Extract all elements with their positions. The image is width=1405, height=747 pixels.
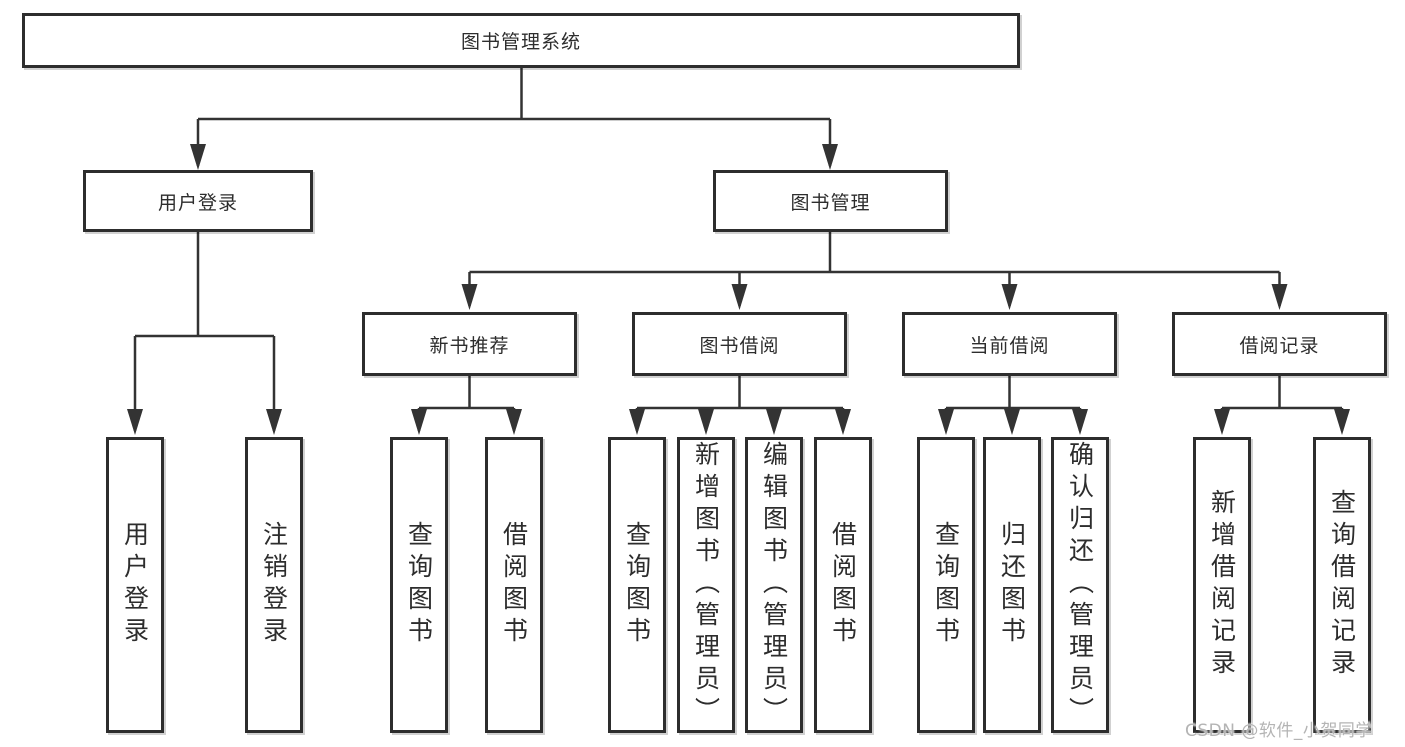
leaf-return-books-label: 归还图书 [997,521,1027,649]
leaf-return-books: 归还图书 [983,437,1041,733]
leaf-query-borrow-record-label: 查询借阅记录 [1327,489,1357,681]
leaf-borrow-books-recommend: 借阅图书 [485,437,543,733]
leaf-add-books-admin-label: 新增图书（管理员） [691,441,721,729]
leaf-borrow-books-label: 借阅图书 [828,521,858,649]
node-book-management: 图书管理 [713,170,948,232]
node-root-library-system: 图书管理系统 [22,13,1020,68]
leaf-edit-books-admin-label: 编辑图书（管理员） [759,441,789,729]
node-current-borrow-label: 当前借阅 [969,334,1050,357]
leaf-query-books-borrow: 查询图书 [608,437,666,733]
node-book-borrow: 图书借阅 [632,312,847,376]
leaf-edit-books-admin: 编辑图书（管理员） [745,437,803,733]
leaf-query-books-recommend: 查询图书 [390,437,448,733]
leaf-borrow-books: 借阅图书 [814,437,872,733]
node-borrow-records-label: 借阅记录 [1239,334,1320,357]
leaf-query-books-borrow-label: 查询图书 [622,521,652,649]
node-root-label: 图书管理系统 [460,31,581,53]
node-borrow-records: 借阅记录 [1172,312,1387,376]
node-current-borrow: 当前借阅 [902,312,1117,376]
leaf-confirm-return-admin-label: 确认归还（管理员） [1065,441,1095,729]
leaf-query-books-current-label: 查询图书 [931,521,961,649]
leaf-logout-label: 注销登录 [259,521,289,649]
leaf-query-books-current: 查询图书 [917,437,975,733]
node-user-login: 用户登录 [83,170,313,232]
node-new-book-recommend: 新书推荐 [362,312,577,376]
leaf-add-borrow-record-label: 新增借阅记录 [1207,489,1237,681]
leaf-add-books-admin: 新增图书（管理员） [677,437,735,733]
leaf-query-books-recommend-label: 查询图书 [404,521,434,649]
leaf-logout: 注销登录 [245,437,303,733]
node-book-management-label: 图书管理 [790,191,871,214]
node-book-borrow-label: 图书借阅 [699,334,780,357]
leaf-add-borrow-record: 新增借阅记录 [1193,437,1251,733]
leaf-confirm-return-admin: 确认归还（管理员） [1051,437,1109,733]
node-user-login-label: 用户登录 [157,191,238,214]
leaf-query-borrow-record: 查询借阅记录 [1313,437,1371,733]
csdn-watermark: CSDN @软件_小贺同学 [1185,721,1373,741]
node-new-book-recommend-label: 新书推荐 [429,334,510,357]
leaf-user-login-label: 用户登录 [120,521,150,649]
leaf-borrow-books-recommend-label: 借阅图书 [499,521,529,649]
leaf-user-login: 用户登录 [106,437,164,733]
